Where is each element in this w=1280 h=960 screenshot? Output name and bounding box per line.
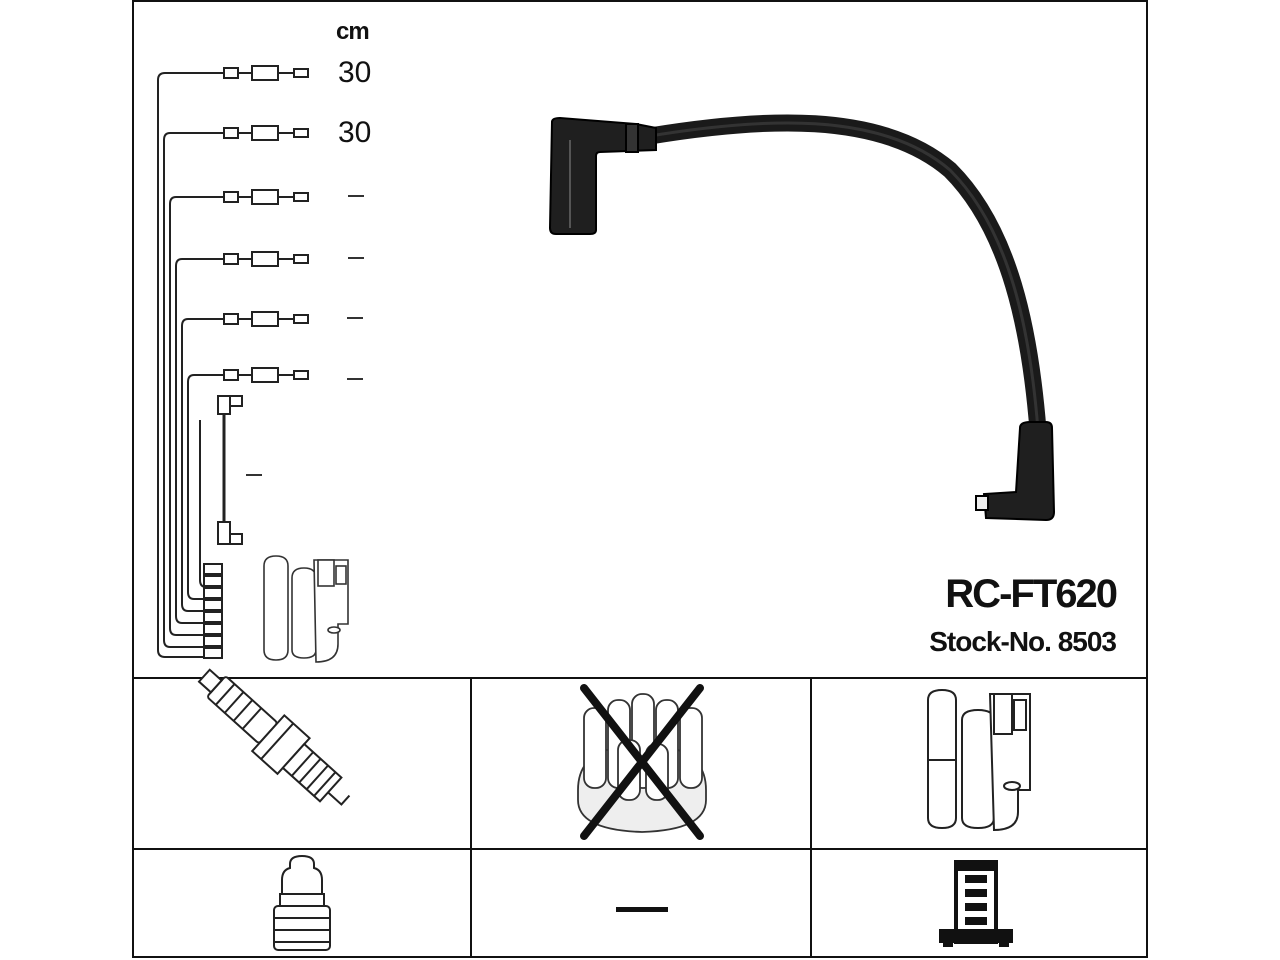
coil-terminal-icon xyxy=(939,860,1013,947)
connector-1 xyxy=(223,65,309,81)
connector-2 xyxy=(223,125,309,141)
unit-label: cm xyxy=(336,18,370,45)
connector-4 xyxy=(223,251,309,267)
lead-wire-2 xyxy=(163,132,224,648)
lead-wire-1 xyxy=(157,72,224,658)
lead-length-3 xyxy=(348,195,364,197)
lead-connectors xyxy=(203,65,309,659)
lead-wire-3 xyxy=(169,196,224,636)
lead-wire-5 xyxy=(181,318,224,612)
not-included-x-icon xyxy=(580,684,704,840)
cable-body xyxy=(641,114,1047,439)
ignition-coil-icon xyxy=(927,688,1031,832)
lead-wire-6 xyxy=(187,374,224,600)
lead-wire-4 xyxy=(175,258,224,624)
cable-boot-bottom xyxy=(975,421,1056,522)
stock-number: Stock-No. 8503 xyxy=(929,626,1117,657)
lead-length-1: 30 xyxy=(338,56,372,89)
spark-plug-terminal-icon xyxy=(273,854,331,951)
lead-length-6 xyxy=(347,378,363,380)
spark-plug-icon xyxy=(197,668,351,806)
connector-3 xyxy=(223,189,309,205)
divider-col-1 xyxy=(470,677,472,958)
distributor-terminals xyxy=(203,563,223,659)
cable-boot-top xyxy=(548,116,657,235)
divider-middle xyxy=(132,848,1148,850)
product-model: RC-FT620 xyxy=(945,572,1118,616)
divider-col-2 xyxy=(810,677,812,958)
lead-wire-7 xyxy=(199,405,225,588)
connector-6 xyxy=(223,367,309,383)
distributor-terminal-none-icon xyxy=(616,907,668,912)
lead-length-4 xyxy=(348,257,364,259)
connector-7 xyxy=(217,395,243,545)
diagram-frame xyxy=(132,0,1148,958)
lead-length-2: 30 xyxy=(338,116,372,149)
coil-pack-small xyxy=(263,555,349,663)
connector-5 xyxy=(223,311,309,327)
lead-length-7 xyxy=(246,474,262,476)
ignition-cable-main xyxy=(548,114,1056,522)
divider-top xyxy=(132,677,1148,679)
lead-length-5 xyxy=(347,317,363,319)
